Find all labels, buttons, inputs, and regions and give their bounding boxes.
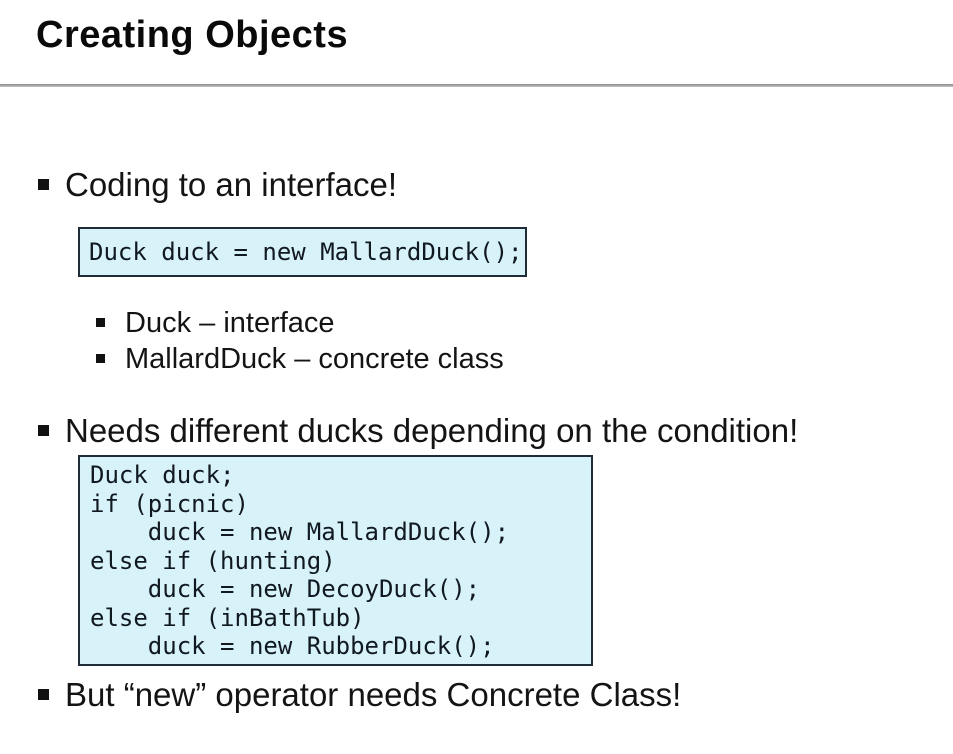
sub-bullet-item-duck-interface: Duck – interface <box>96 305 335 341</box>
bullet-square-icon <box>96 354 105 363</box>
bullet-square-icon <box>38 689 49 700</box>
bullet-item-new-operator-concrete: But “new” operator needs Concrete Class! <box>38 675 681 715</box>
code-block-interface-example: Duck duck = new MallardDuck(); <box>78 227 527 277</box>
bullet-square-icon <box>38 425 49 436</box>
slide-title: Creating Objects <box>36 14 349 56</box>
bullet-text: But “new” operator needs Concrete Class! <box>65 676 682 713</box>
code-block-conditional-ducks: Duck duck; if (picnic) duck = new Mallar… <box>78 455 593 666</box>
bullet-square-icon <box>38 179 49 190</box>
sub-bullet-item-mallardduck-concrete: MallardDuck – concrete class <box>96 341 504 377</box>
sub-bullet-text: Duck – interface <box>125 307 335 339</box>
sub-bullet-text: MallardDuck – concrete class <box>125 343 504 375</box>
bullet-item-coding-to-interface: Coding to an interface! <box>38 165 397 205</box>
bullet-text: Needs different ducks depending on the c… <box>65 412 799 449</box>
bullet-item-needs-different-ducks: Needs different ducks depending on the c… <box>38 411 798 451</box>
title-divider <box>0 84 953 87</box>
bullet-text: Coding to an interface! <box>65 166 398 203</box>
bullet-square-icon <box>96 318 105 327</box>
